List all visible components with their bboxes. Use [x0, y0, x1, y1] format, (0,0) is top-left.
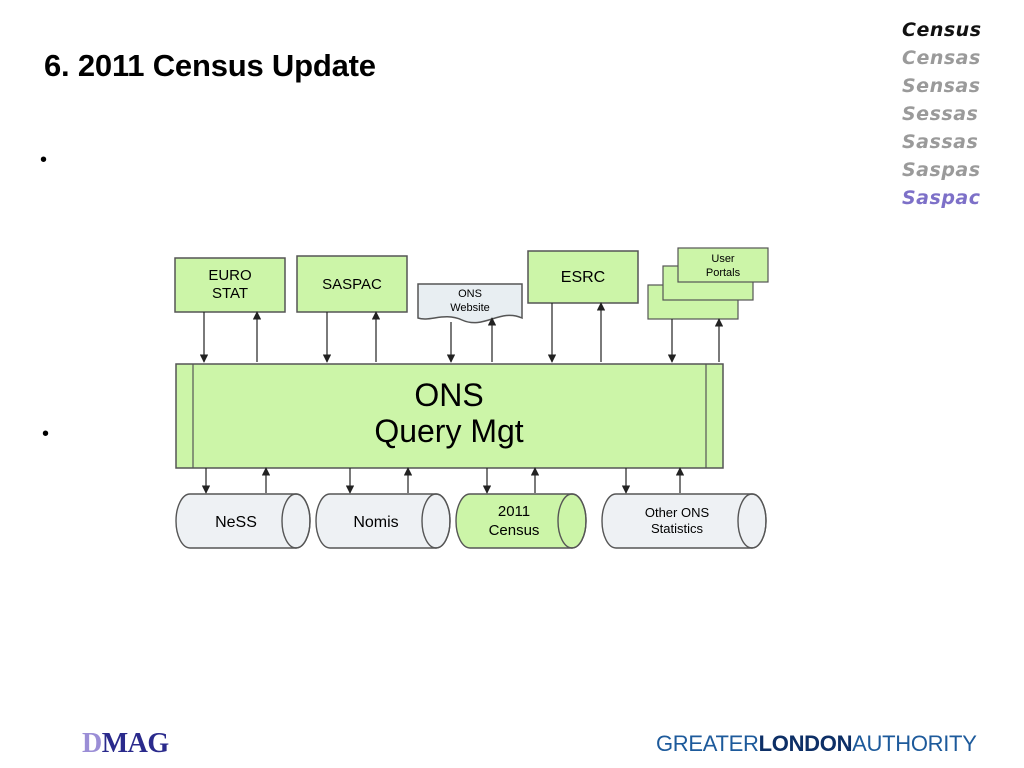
bottom-arrows [201, 467, 685, 494]
node-other-ons-line-1: Other ONS [645, 505, 710, 520]
node-ness-line-1: NeSS [215, 514, 257, 531]
bullet-1: • [40, 149, 48, 171]
dmag-logo-rest: MAG [101, 728, 169, 759]
node-nomis-line-1: Nomis [353, 514, 398, 531]
gla-logo: GREATERLONDONAUTHORITY [656, 731, 977, 757]
logo-word-census: Census [902, 19, 982, 41]
central-line-2: Query Mgt [374, 413, 523, 449]
node-saspac: SASPAC [296, 255, 408, 313]
node-census-line-2: Census [489, 522, 540, 539]
node-eurostat-line-1: EURO [208, 267, 251, 284]
page-title: 6. 2011 Census Update [44, 48, 376, 83]
gla-logo-london: LONDON [758, 731, 853, 756]
node-other-ons: Other ONS Statistics [601, 493, 767, 549]
node-user-portals-line-2: Portals [706, 267, 741, 279]
node-ons-query-mgt: ONS Query Mgt [175, 363, 724, 469]
gla-logo-greater: GREATER [656, 731, 759, 756]
top-arrows [199, 302, 724, 363]
node-esrc-line-1: ESRC [561, 269, 605, 286]
gla-logo-authority: AUTHORITY [852, 731, 977, 756]
node-eurostat: EURO STAT [174, 257, 286, 313]
central-line-1: ONS [414, 377, 483, 413]
node-census-line-1: 2011 [498, 503, 530, 520]
logo-word-sessas: Sessas [902, 103, 979, 125]
node-ons-website: ONS Website [417, 283, 523, 324]
logo-word-censas: Censas [902, 47, 981, 69]
bullet-2: • [42, 423, 50, 445]
node-ons-website-line-2: Website [450, 302, 490, 314]
logo-word-sassas: Sassas [902, 131, 979, 153]
node-other-ons-line-2: Statistics [651, 521, 704, 536]
node-user-portals: User Portals [647, 247, 769, 320]
node-user-portals-line-1: User [711, 253, 735, 265]
node-saspac-line-1: SASPAC [322, 276, 382, 293]
logo-word-sensas: Sensas [902, 75, 981, 97]
node-ness: NeSS [175, 493, 311, 549]
node-census-2011: 2011 Census [455, 493, 587, 549]
logo-word-saspas: Saspas [902, 159, 981, 181]
node-eurostat-line-2: STAT [212, 285, 248, 302]
node-esrc: ESRC [527, 250, 639, 304]
logo-word-saspac: Saspac [902, 187, 981, 209]
dmag-logo-d: D [82, 728, 102, 759]
dmag-logo: DMAG [82, 728, 169, 760]
census-saspac-logo: Census Censas Sensas Sessas Sassas Saspa… [902, 16, 1012, 212]
node-ons-website-line-1: ONS [458, 288, 482, 300]
node-nomis: Nomis [315, 493, 451, 549]
